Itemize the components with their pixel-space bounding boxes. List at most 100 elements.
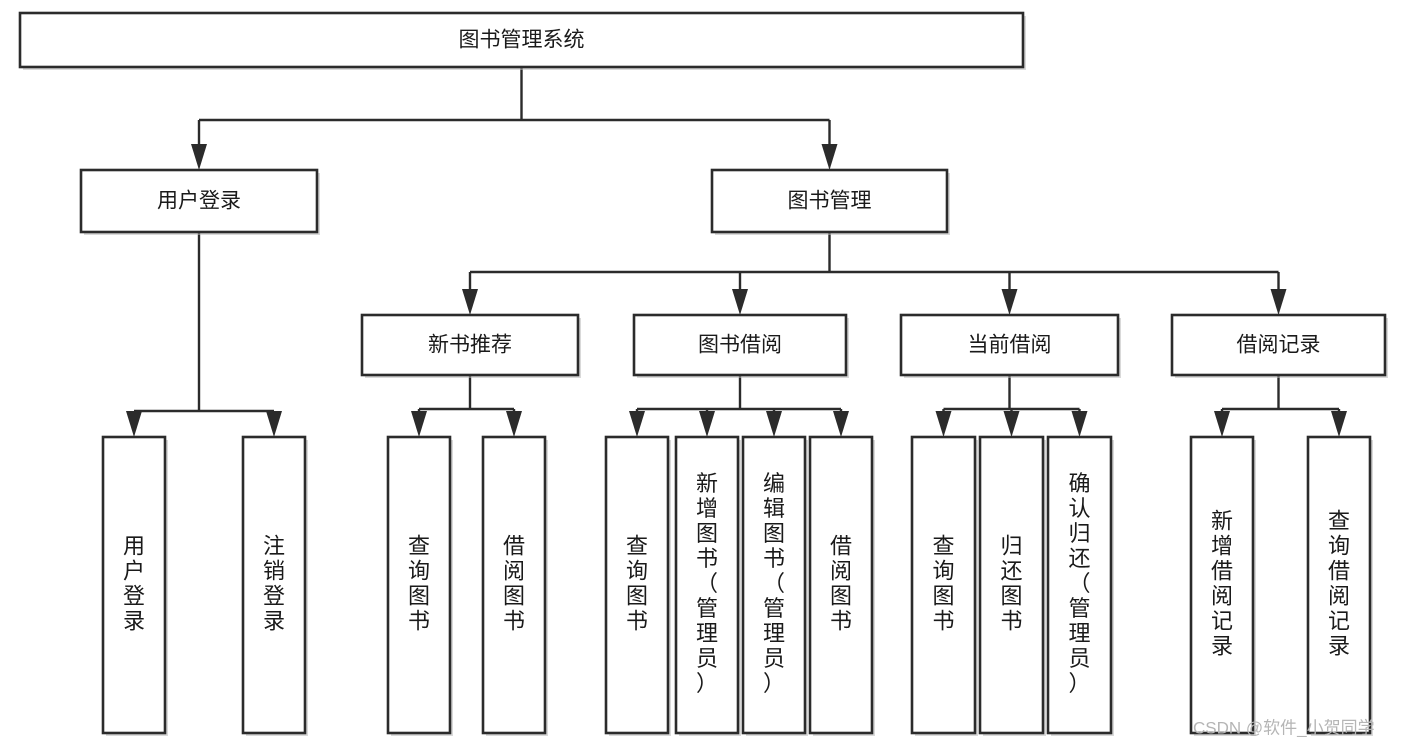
svg-text:记: 记 bbox=[1328, 608, 1350, 633]
svg-text:户: 户 bbox=[123, 558, 145, 583]
node-leaf-user-login-label: 用户登录 bbox=[123, 533, 145, 633]
arrow-head-icon bbox=[629, 411, 645, 437]
svg-text:图: 图 bbox=[830, 583, 852, 608]
svg-text:借: 借 bbox=[503, 533, 525, 558]
arrow-head-icon bbox=[191, 144, 207, 170]
svg-text:用: 用 bbox=[123, 533, 145, 558]
svg-text:理: 理 bbox=[763, 621, 785, 646]
svg-text:新: 新 bbox=[696, 471, 718, 496]
arrow-head-icon bbox=[732, 289, 748, 315]
svg-text:管: 管 bbox=[696, 596, 718, 621]
node-borrow-record-label: 借阅记录 bbox=[1237, 334, 1321, 357]
svg-text:记: 记 bbox=[1211, 608, 1233, 633]
node-new-book-recommend-label: 新书推荐 bbox=[428, 334, 512, 357]
svg-text:书: 书 bbox=[408, 608, 430, 633]
boxes-layer: 图书管理系统用户登录图书管理新书推荐图书借阅当前借阅借阅记录用户登录注销登录查询… bbox=[18, 11, 1388, 736]
arrow-head-icon bbox=[126, 411, 142, 437]
svg-text:查: 查 bbox=[626, 533, 648, 558]
arrow-head-icon bbox=[935, 411, 952, 437]
node-borrow-record[interactable]: 借阅记录 bbox=[1170, 313, 1388, 378]
node-current-borrow[interactable]: 当前借阅 bbox=[899, 313, 1121, 378]
svg-text:借: 借 bbox=[1211, 558, 1233, 583]
connector-group bbox=[191, 67, 838, 170]
svg-text:还: 还 bbox=[1000, 558, 1022, 583]
svg-text:录: 录 bbox=[263, 608, 285, 633]
arrow-head-icon bbox=[1001, 289, 1018, 315]
svg-text:询: 询 bbox=[626, 558, 648, 583]
arrow-head-icon bbox=[1331, 411, 1347, 437]
svg-text:借: 借 bbox=[830, 533, 852, 558]
node-root-system[interactable]: 图书管理系统 bbox=[18, 11, 1026, 70]
svg-text:阅: 阅 bbox=[1211, 583, 1233, 608]
svg-text:书: 书 bbox=[503, 608, 525, 633]
svg-text:增: 增 bbox=[696, 496, 718, 521]
svg-text:书: 书 bbox=[626, 608, 648, 633]
arrow-head-icon bbox=[821, 144, 838, 170]
node-book-manage[interactable]: 图书管理 bbox=[710, 168, 950, 235]
arrow-head-icon bbox=[1071, 411, 1088, 437]
node-user-login[interactable]: 用户登录 bbox=[79, 168, 320, 235]
svg-text:）: ） bbox=[763, 671, 785, 696]
connectors-layer bbox=[126, 67, 1347, 437]
svg-text:录: 录 bbox=[123, 608, 145, 633]
arrow-head-icon bbox=[1214, 411, 1230, 437]
csdn-watermark: CSDN @软件_小贺同学 bbox=[1193, 718, 1375, 737]
svg-text:管: 管 bbox=[1068, 596, 1090, 621]
svg-text:图: 图 bbox=[932, 583, 954, 608]
svg-text:辑: 辑 bbox=[763, 496, 785, 521]
svg-text:归: 归 bbox=[1000, 533, 1022, 558]
svg-text:借: 借 bbox=[1328, 558, 1350, 583]
connector-group bbox=[1214, 375, 1347, 437]
arrow-head-icon bbox=[462, 289, 478, 315]
svg-text:询: 询 bbox=[932, 558, 954, 583]
svg-text:管: 管 bbox=[763, 596, 785, 621]
svg-text:注: 注 bbox=[263, 533, 285, 558]
svg-text:图: 图 bbox=[408, 583, 430, 608]
arrow-head-icon bbox=[1270, 289, 1287, 315]
connector-group bbox=[629, 375, 849, 437]
svg-text:（: （ bbox=[696, 571, 718, 596]
svg-text:书: 书 bbox=[932, 608, 954, 633]
svg-text:阅: 阅 bbox=[503, 558, 525, 583]
node-new-book-recommend[interactable]: 新书推荐 bbox=[360, 313, 581, 378]
svg-text:理: 理 bbox=[1068, 621, 1090, 646]
node-user-login-label: 用户登录 bbox=[157, 190, 241, 213]
svg-text:确: 确 bbox=[1068, 471, 1090, 496]
svg-text:图: 图 bbox=[763, 521, 785, 546]
svg-text:销: 销 bbox=[263, 558, 285, 583]
svg-text:认: 认 bbox=[1068, 496, 1090, 521]
node-book-borrow[interactable]: 图书借阅 bbox=[632, 313, 849, 378]
node-leaf-user-login[interactable]: 用户登录 bbox=[101, 435, 168, 736]
svg-text:理: 理 bbox=[696, 621, 718, 646]
connector-group bbox=[462, 232, 1287, 315]
svg-text:书: 书 bbox=[696, 546, 718, 571]
svg-text:登: 登 bbox=[123, 583, 145, 608]
svg-text:书: 书 bbox=[830, 608, 852, 633]
svg-text:编: 编 bbox=[763, 471, 785, 496]
svg-text:还: 还 bbox=[1068, 546, 1090, 571]
node-root-system-label: 图书管理系统 bbox=[459, 29, 585, 52]
connector-group bbox=[126, 232, 282, 437]
svg-text:书: 书 bbox=[763, 546, 785, 571]
